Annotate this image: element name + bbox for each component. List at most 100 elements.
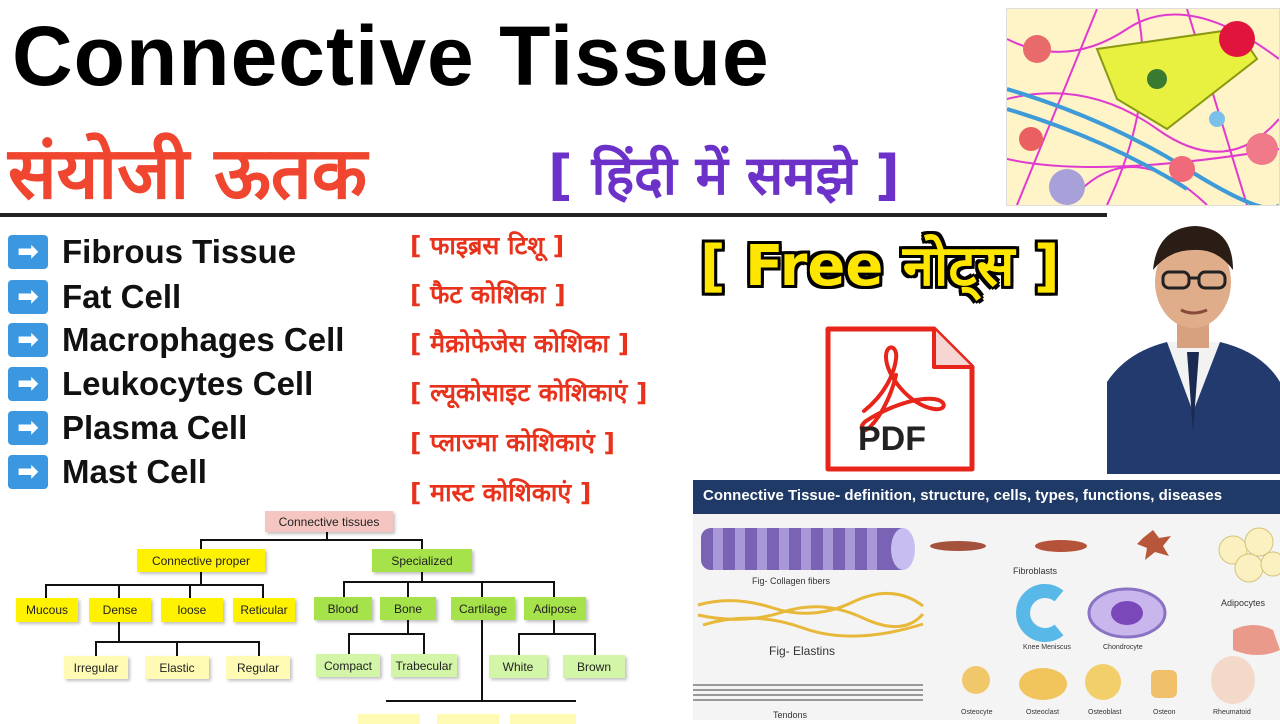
connector-line (594, 633, 596, 655)
connector-line (553, 620, 555, 634)
topic-label: Mast Cell (62, 453, 207, 490)
connector-line (189, 584, 191, 598)
diagram-node: loose (161, 598, 223, 622)
topic-hindi-label: [ ल्यूकोसाइट कोशिकाएं ] (410, 378, 648, 407)
diagram-node: White (489, 655, 547, 678)
connector-line (421, 539, 423, 550)
connector-line (481, 581, 483, 597)
diagram-node-partial (437, 714, 499, 724)
arrow-right-icon: ➡ (8, 367, 48, 401)
poster-title: Connective Tissue- definition, structure… (703, 487, 1223, 504)
connector-line (176, 641, 178, 656)
diagram-node: Adipose (524, 597, 586, 620)
connector-line (118, 622, 120, 642)
poster-label: Osteoblast (1088, 709, 1122, 716)
poster-header (693, 480, 1280, 514)
arrow-right-icon: ➡ (8, 411, 48, 445)
topic-hindi-label: [ प्लाज्मा कोशिकाएं ] (410, 428, 615, 457)
connector-line (518, 633, 596, 635)
connector-line (481, 620, 483, 702)
connector-line (343, 581, 554, 583)
connector-line (95, 641, 97, 656)
hindi-title: संयोजी ऊतक (8, 131, 368, 215)
topic-item: ➡ Leukocytes Cell (8, 365, 313, 403)
topic-label: Macrophages Cell (62, 321, 345, 358)
poster-label: Chondrocyte (1103, 644, 1143, 651)
diagram-node: Dense (89, 598, 151, 622)
connector-line (518, 633, 520, 655)
diagram-node: Trabecular (391, 654, 457, 677)
connector-line (118, 584, 120, 598)
diagram-node: Regular (226, 656, 290, 679)
poster-label: Knee Meniscus (1023, 644, 1071, 651)
topic-item: ➡ Fat Cell (8, 278, 181, 316)
connector-line (348, 633, 425, 635)
poster-label: Tendons (773, 710, 808, 720)
diagram-node-partial (358, 714, 420, 724)
diagram-node: Reticular (233, 598, 295, 622)
diagram-node: Bone (380, 597, 436, 620)
topic-label: Fibrous Tissue (62, 233, 297, 270)
connector-line (407, 620, 409, 634)
arrow-right-icon: ➡ (8, 455, 48, 489)
topic-item: ➡ Plasma Cell (8, 409, 247, 447)
poster-label: Osteoclast (1026, 709, 1060, 716)
hindi-subtitle: [ हिंदी में समझे ] (548, 144, 900, 207)
diagram-node: Mucous (16, 598, 78, 622)
poster-label: Osteocyte (961, 709, 993, 716)
arrow-right-icon: ➡ (8, 235, 48, 269)
connector-line (407, 581, 409, 597)
pdf-label: PDF (858, 420, 926, 458)
topic-hindi-label: [ मैक्रोफेजेस कोशिका ] (410, 329, 630, 358)
connector-line (421, 572, 423, 582)
connector-line (262, 584, 264, 598)
poster-label: Adipocytes (1221, 598, 1266, 608)
arrow-right-icon: ➡ (8, 280, 48, 314)
diagram-node: Blood (314, 597, 372, 620)
diagram-node: Cartilage (451, 597, 515, 620)
diagram-proper-node: Connective proper (137, 549, 265, 572)
connector-line (258, 641, 260, 656)
connector-line (343, 581, 345, 597)
topic-label: Plasma Cell (62, 409, 248, 446)
topic-item: ➡ Mast Cell (8, 453, 207, 491)
header-divider (0, 213, 1280, 217)
topic-label: Leukocytes Cell (62, 365, 314, 402)
connective-tissue-poster: Connective Tissue- definition, structure… (693, 480, 1280, 720)
poster-label: Fig- Elastins (769, 644, 836, 658)
page-title: Connective Tissue (12, 9, 770, 103)
topic-hindi-label: [ फाइब्रस टिशू ] (410, 231, 565, 260)
connector-line (386, 700, 576, 702)
diagram-node-partial (510, 714, 576, 724)
diagram-node: Elastic (145, 656, 209, 679)
connector-line (200, 539, 422, 541)
topic-label: Fat Cell (62, 278, 182, 315)
topic-hindi-label: [ मास्ट कोशिकाएं ] (410, 478, 592, 507)
connector-line (423, 633, 425, 654)
diagram-node: Irregular (64, 656, 128, 679)
connector-line (553, 581, 555, 597)
diagram-node: Brown (563, 655, 625, 678)
presenter-photo (1107, 212, 1280, 474)
poster-illustrations (693, 527, 1280, 704)
poster-label: Fibroblasts (1013, 566, 1058, 576)
pdf-icon (824, 325, 976, 473)
connector-line (45, 584, 263, 586)
connector-line (326, 531, 328, 540)
connector-line (348, 633, 350, 654)
topic-item: ➡ Macrophages Cell (8, 321, 344, 359)
diagram-node: Compact (316, 654, 380, 677)
topic-item: ➡ Fibrous Tissue (8, 233, 296, 271)
poster-label: Fig- Collagen fibers (752, 576, 831, 586)
connector-line (200, 572, 202, 585)
poster-label: Rheumatoid (1213, 709, 1251, 716)
connector-line (45, 584, 47, 598)
diagram-specialized-node: Specialized (372, 549, 472, 572)
free-notes-banner: [ Free नोट्स ] (700, 234, 1060, 299)
connector-line (200, 539, 202, 550)
topic-hindi-label: [ फैट कोशिका ] (410, 280, 566, 309)
arrow-right-icon: ➡ (8, 323, 48, 357)
poster-label: Osteon (1153, 709, 1176, 716)
tissue-illustration (1006, 8, 1280, 206)
diagram-root-node: Connective tissues (265, 511, 393, 532)
